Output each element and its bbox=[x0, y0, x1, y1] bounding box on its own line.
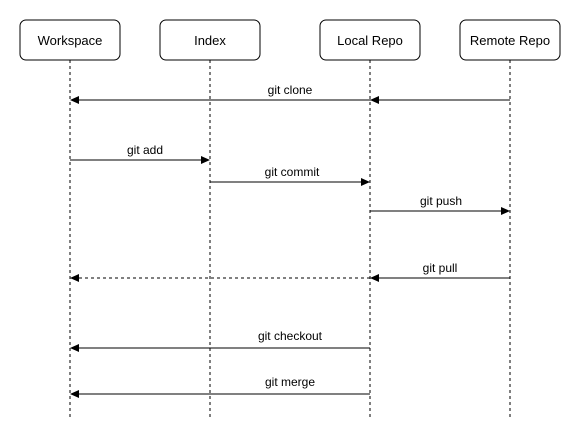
message-label-git-add: git add bbox=[127, 143, 163, 157]
message-label-git-clone: git clone bbox=[268, 83, 313, 97]
participant-workspace: Workspace bbox=[19, 19, 121, 61]
arrowhead-git-add bbox=[201, 156, 210, 164]
arrowhead-git-merge bbox=[70, 390, 79, 398]
participant-local-repo: Local Repo bbox=[319, 19, 421, 61]
arrowhead-git-clone bbox=[70, 96, 79, 104]
participant-index: Index bbox=[159, 19, 261, 61]
message-git-add: git add bbox=[70, 143, 210, 164]
arrowhead-git-push bbox=[501, 207, 510, 215]
message-git-commit: git commit bbox=[210, 165, 370, 186]
message-git-merge: git merge bbox=[70, 375, 370, 398]
arrowhead-git-pull-workspace bbox=[70, 274, 79, 282]
arrowhead-git-pull-local bbox=[370, 274, 379, 282]
arrowhead-git-clone-mid bbox=[370, 96, 379, 104]
message-label-git-pull: git pull bbox=[423, 261, 458, 275]
arrowhead-git-checkout bbox=[70, 344, 79, 352]
participant-label-index: Index bbox=[194, 33, 226, 48]
participant-label-remote-repo: Remote Repo bbox=[470, 33, 550, 48]
message-label-git-push: git push bbox=[420, 194, 462, 208]
message-label-git-merge: git merge bbox=[265, 375, 315, 389]
message-git-pull: git pull bbox=[70, 261, 510, 282]
participant-remote-repo: Remote Repo bbox=[459, 19, 561, 61]
message-label-git-commit: git commit bbox=[265, 165, 320, 179]
message-label-git-checkout: git checkout bbox=[258, 329, 323, 343]
message-git-checkout: git checkout bbox=[70, 329, 370, 352]
participant-label-workspace: Workspace bbox=[38, 33, 103, 48]
participant-label-local-repo: Local Repo bbox=[337, 33, 403, 48]
message-git-clone: git clone bbox=[70, 83, 510, 104]
message-git-push: git push bbox=[370, 194, 510, 215]
arrowhead-git-commit bbox=[361, 178, 370, 186]
